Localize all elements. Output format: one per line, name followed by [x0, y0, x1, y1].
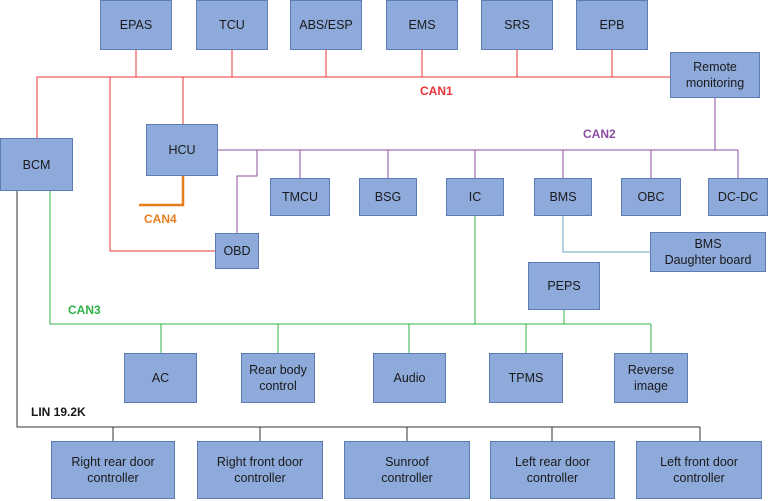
node-bms: BMS	[534, 178, 592, 216]
bus-label-lin: LIN 19.2K	[31, 405, 86, 419]
node-right-front-door-controller: Right front door controller	[197, 441, 323, 499]
node-tcu: TCU	[196, 0, 268, 50]
node-epb: EPB	[576, 0, 648, 50]
can2-obd-link	[236, 150, 258, 233]
node-tmcu: TMCU	[270, 178, 330, 216]
node-audio: Audio	[373, 353, 446, 403]
node-ac: AC	[124, 353, 197, 403]
bus-label-can1: CAN1	[420, 84, 453, 98]
can1-bus	[36, 76, 670, 138]
node-right-rear-door-controller: Right rear door controller	[51, 441, 175, 499]
node-hcu: HCU	[146, 124, 218, 176]
node-ic: IC	[446, 178, 504, 216]
node-ems: EMS	[386, 0, 458, 50]
bus-label-can3: CAN3	[68, 303, 101, 317]
node-left-front-door-controller: Left front door controller	[636, 441, 762, 499]
node-dcdc: DC-DC	[708, 178, 768, 216]
node-reverse-image: Reverse image	[614, 353, 688, 403]
node-obd: OBD	[215, 233, 259, 269]
bus-label-can4: CAN4	[144, 212, 177, 226]
node-peps: PEPS	[528, 262, 600, 310]
can1-obd-link	[109, 77, 215, 252]
bus-label-can2: CAN2	[583, 127, 616, 141]
node-rear-body-control: Rear body control	[241, 353, 315, 403]
node-bms-daughter-board: BMS Daughter board	[650, 232, 766, 272]
node-obc: OBC	[621, 178, 681, 216]
node-sunroof-controller: Sunroof controller	[344, 441, 470, 499]
can4-stub	[139, 176, 185, 207]
bms-daughter-link	[562, 216, 650, 253]
lin-bus	[16, 191, 700, 428]
node-epas: EPAS	[100, 0, 172, 50]
node-srs: SRS	[481, 0, 553, 50]
node-bsg: BSG	[359, 178, 417, 216]
node-bcm: BCM	[0, 138, 73, 191]
node-abs-esp: ABS/ESP	[290, 0, 362, 50]
can3-bcm-link	[49, 191, 651, 325]
node-remote-monitoring: Remote monitoring	[670, 52, 760, 98]
node-left-rear-door-controller: Left rear door controller	[490, 441, 615, 499]
node-tpms: TPMS	[489, 353, 563, 403]
